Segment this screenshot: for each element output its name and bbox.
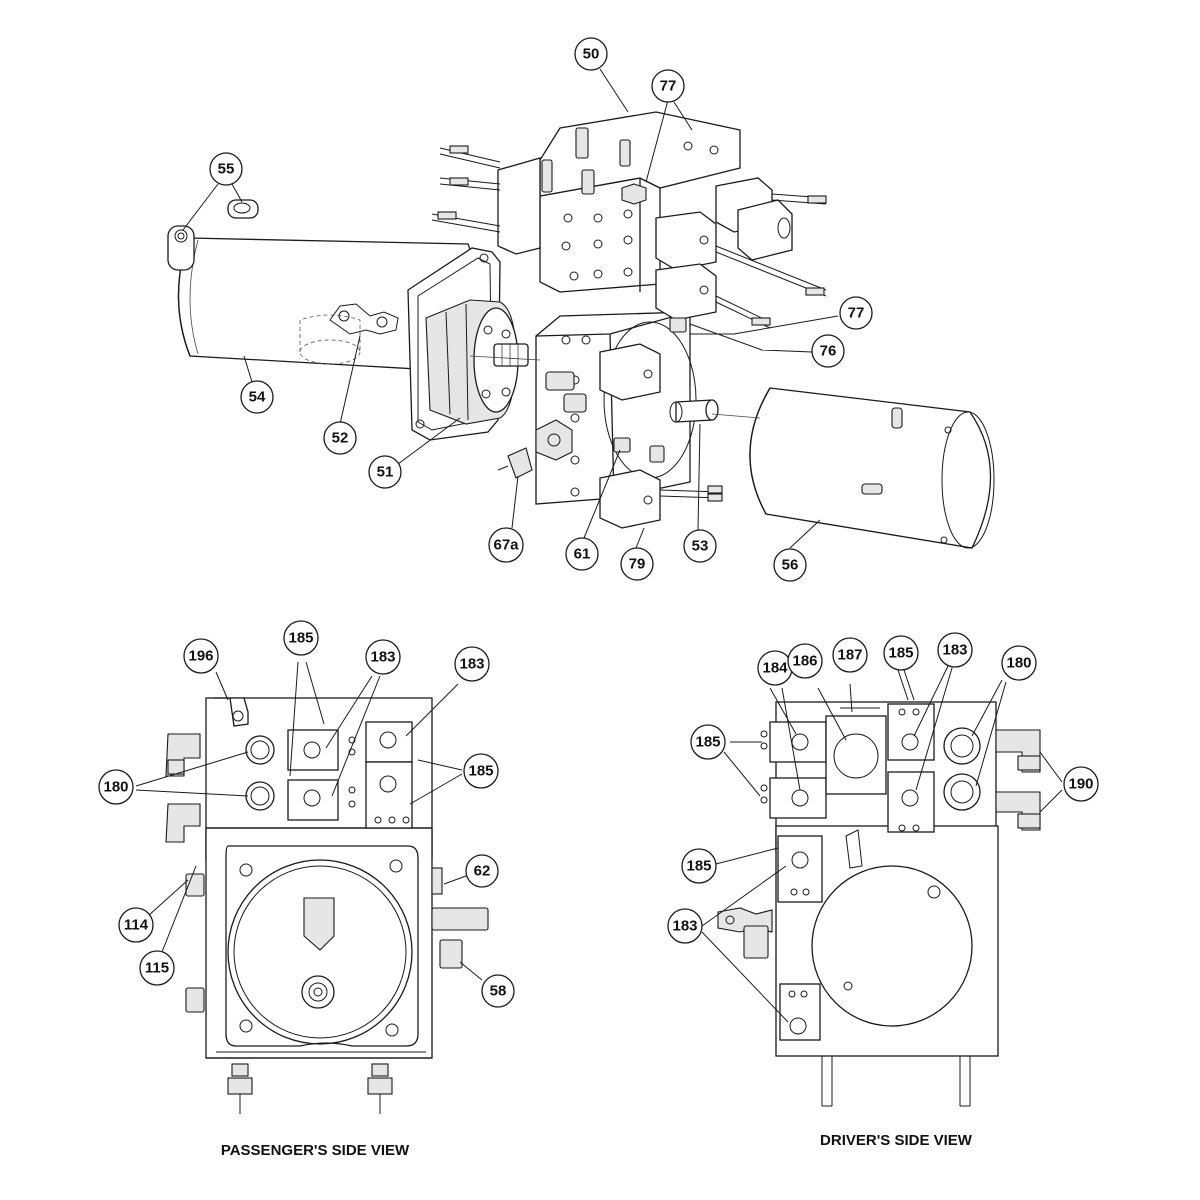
callout-50: 50	[574, 37, 608, 71]
callout-196: 196	[183, 638, 219, 674]
callout-52: 52	[323, 421, 357, 455]
callouts: 50 77 55 54 52 51 77 76 67a 61 79 53 56 …	[98, 37, 1099, 1008]
svg-text:184: 184	[762, 660, 788, 677]
svg-text:77: 77	[848, 305, 865, 322]
svg-text:79: 79	[629, 556, 646, 573]
svg-text:183: 183	[672, 918, 697, 935]
callout-187: 187	[832, 637, 868, 673]
svg-text:76: 76	[820, 343, 837, 360]
svg-text:61: 61	[574, 546, 591, 563]
callout-183-driver-lower: 183	[667, 908, 703, 944]
exploded-assembly	[167, 111, 995, 549]
svg-text:180: 180	[103, 779, 128, 796]
svg-text:187: 187	[837, 647, 862, 664]
callout-67a: 67a	[488, 527, 524, 563]
svg-text:185: 185	[686, 858, 711, 875]
svg-text:190: 190	[1068, 776, 1093, 793]
leader-lines	[135, 68, 1063, 1023]
svg-text:58: 58	[490, 983, 507, 1000]
svg-text:186: 186	[792, 653, 817, 670]
pump-assembly	[407, 247, 529, 441]
svg-text:183: 183	[459, 656, 484, 673]
callout-76: 76	[811, 334, 845, 368]
passenger-view-caption: PASSENGER'S SIDE VIEW	[221, 1142, 410, 1159]
svg-text:115: 115	[145, 960, 169, 977]
svg-text:67a: 67a	[493, 537, 519, 554]
callout-190: 190	[1063, 766, 1099, 802]
callout-183-passenger-b: 183	[454, 646, 490, 682]
svg-text:51: 51	[377, 464, 394, 481]
callout-185-driver-lower: 185	[681, 848, 717, 884]
svg-text:54: 54	[249, 389, 266, 406]
callout-184: 184	[757, 650, 793, 686]
passenger-side-view	[165, 697, 489, 1114]
svg-text:77: 77	[660, 78, 677, 95]
callout-77-right: 77	[839, 296, 873, 330]
callout-53: 53	[683, 529, 717, 563]
svg-text:52: 52	[332, 430, 349, 447]
callout-61: 61	[565, 537, 599, 571]
svg-text:53: 53	[692, 538, 709, 555]
callout-51: 51	[368, 455, 402, 489]
callout-185-passenger-right: 185	[463, 753, 499, 789]
callout-185-passenger-top: 185	[283, 620, 319, 656]
callout-62: 62	[465, 854, 499, 888]
svg-text:56: 56	[782, 557, 799, 574]
coupler	[669, 399, 719, 423]
svg-text:50: 50	[583, 46, 600, 63]
callout-55: 55	[209, 152, 243, 186]
callout-56: 56	[773, 548, 807, 582]
svg-text:185: 185	[468, 763, 493, 780]
svg-text:180: 180	[1006, 655, 1031, 672]
callout-115: 115	[139, 950, 175, 986]
callout-185-driver-top: 185	[883, 635, 919, 671]
driver-side-view	[717, 701, 1041, 1107]
callout-77-top: 77	[651, 69, 685, 103]
callout-183-passenger-a: 183	[365, 639, 401, 675]
svg-text:183: 183	[370, 649, 395, 666]
callout-54: 54	[240, 380, 274, 414]
svg-text:185: 185	[888, 645, 913, 662]
upper-valve-manifold	[431, 111, 827, 333]
svg-text:183: 183	[942, 642, 967, 659]
callout-180-driver: 180	[1001, 645, 1037, 681]
manifold-block	[497, 311, 723, 529]
electric-motor	[749, 387, 995, 549]
svg-text:55: 55	[218, 161, 235, 178]
callout-183-driver-top: 183	[937, 632, 973, 668]
svg-text:185: 185	[695, 734, 720, 751]
callout-186: 186	[787, 643, 823, 679]
svg-text:185: 185	[288, 630, 313, 647]
callout-58: 58	[481, 974, 515, 1008]
svg-text:62: 62	[474, 863, 491, 880]
callout-185-driver-left: 185	[690, 724, 726, 760]
callout-114: 114	[118, 907, 154, 943]
svg-text:114: 114	[124, 917, 149, 934]
svg-text:196: 196	[188, 648, 213, 665]
callout-79: 79	[620, 547, 654, 581]
callout-180-passenger: 180	[98, 769, 134, 805]
driver-view-caption: DRIVER'S SIDE VIEW	[820, 1132, 973, 1149]
reservoir-tank	[167, 199, 481, 373]
